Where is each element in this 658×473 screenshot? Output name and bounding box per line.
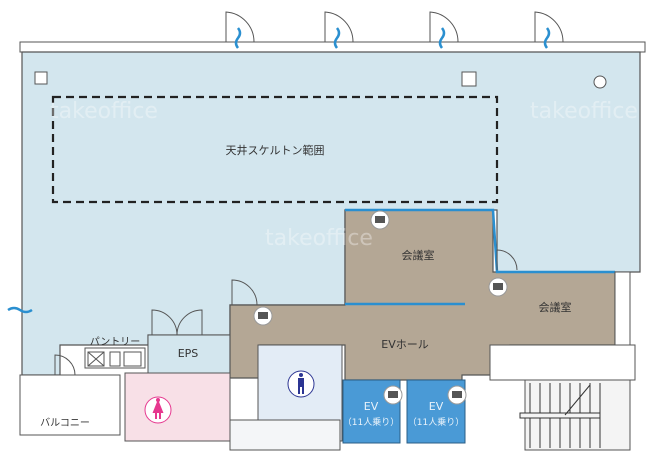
elevator-capacity: （11人乗り） — [408, 416, 464, 428]
watermark: takeoffice — [50, 99, 158, 124]
womens-restroom — [124, 372, 231, 442]
camera-icon — [488, 277, 508, 297]
pantry-label: パントリー — [90, 336, 141, 348]
window-vent-icon — [438, 27, 446, 49]
window-vent-icon — [333, 27, 341, 49]
balcony-label: バルコニー — [40, 417, 90, 429]
eps-room — [147, 334, 231, 374]
camera-icon — [253, 306, 273, 326]
watermark: takeoffice — [265, 226, 373, 251]
pantry — [84, 347, 146, 369]
camera-icon — [383, 385, 403, 405]
meeting-room-label: 会議室 — [539, 300, 572, 314]
watermark: takeoffice — [530, 99, 638, 124]
camera-icon — [370, 210, 390, 230]
elevator-1 — [342, 379, 401, 444]
eps-label: EPS — [178, 347, 199, 360]
window-vent-icon — [7, 306, 33, 314]
meeting-room-label: 会議室 — [402, 248, 435, 262]
elevator-label: EV — [364, 400, 379, 413]
camera-icon — [447, 385, 467, 405]
balcony — [19, 374, 121, 436]
elevator-label: EV — [429, 400, 444, 413]
elevator-capacity: （11人乗り） — [343, 416, 399, 428]
ceiling-skeleton-label: 天井スケルトン範囲 — [226, 143, 325, 157]
window-vent-icon — [543, 27, 551, 49]
top-wall — [19, 41, 646, 53]
window-vent-icon — [234, 27, 242, 49]
ceiling-skeleton-boundary — [51, 95, 499, 204]
ev-hall-label: EVホール — [381, 338, 428, 351]
